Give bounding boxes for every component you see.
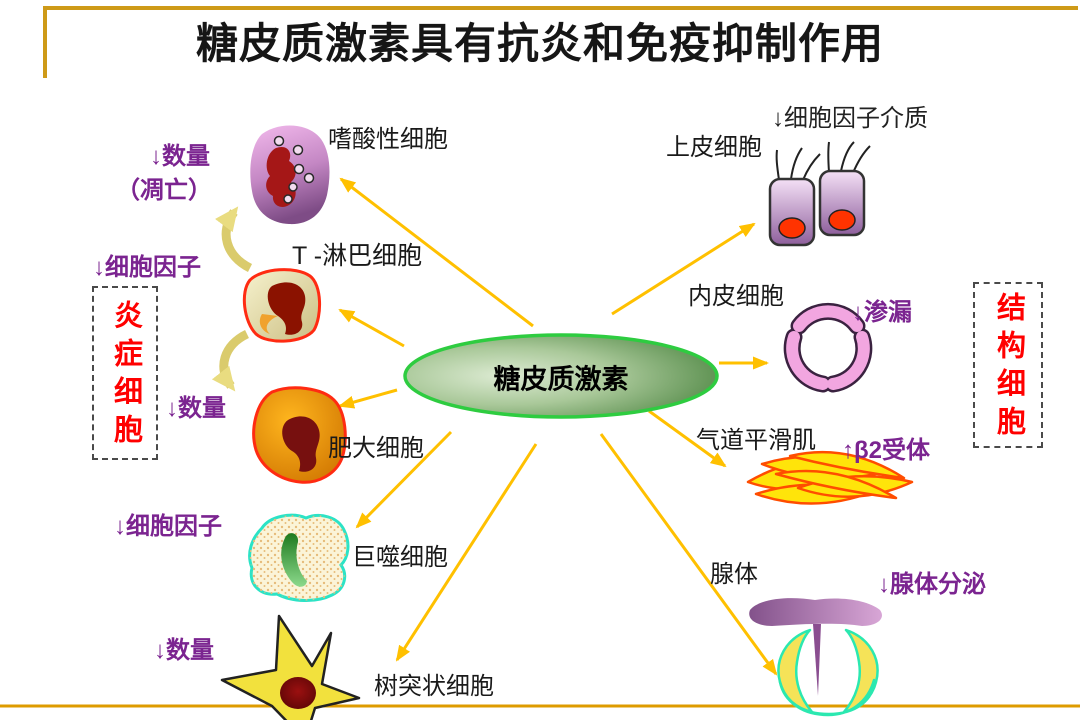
eosinophil-label: 嗜酸性细胞: [328, 126, 448, 153]
dendritic-cell-effect: ↓数量: [154, 637, 214, 664]
t-lymphocyte-effect: ↓细胞因子: [93, 254, 201, 281]
frame-lines: [0, 6, 1080, 708]
endothelial-cells-icon: [783, 302, 873, 393]
endothelial-cell-label: 内皮细胞: [688, 283, 784, 310]
inflammatory-cells-group-box: 炎症细胞: [92, 286, 158, 460]
arrow-to-epithelial-cell: [611, 222, 756, 316]
macrophage-effect: ↓细胞因子: [114, 513, 222, 540]
curved-arrow-down-icon: [211, 329, 250, 392]
dendritic-cell-icon: [220, 614, 361, 720]
eosinophil-icon: [250, 125, 330, 225]
mast-cell-effect: ↓数量: [166, 395, 226, 422]
arrow-to-smooth-muscle: [648, 409, 727, 468]
eosinophil-effect-line1: ↓数量: [150, 143, 210, 170]
macrophage-icon: [248, 513, 350, 602]
structural-cells-group-label: 结构细胞: [992, 292, 1025, 444]
curved-arrow-up-icon: [215, 206, 253, 273]
airway-smooth-muscle-icon: [746, 450, 914, 505]
arrow-to-dendritic-cell: [395, 443, 538, 662]
structural-cells-group-box: 结构细胞: [973, 282, 1043, 448]
gland-icon: [749, 598, 882, 717]
gland-label: 腺体: [710, 561, 758, 588]
airway-smooth-muscle-label: 气道平滑肌: [696, 427, 816, 454]
center-node-label: 糖皮质激素: [493, 364, 629, 395]
macrophage-label: 巨噬细胞: [352, 544, 448, 571]
arrow-to-macrophage: [355, 430, 453, 529]
mast-cell-label: 肥大细胞: [328, 435, 424, 462]
arrows: [338, 177, 778, 676]
epithelial-cell-label: 上皮细胞: [666, 134, 762, 161]
arrow-to-mast-cell: [338, 388, 398, 409]
gland-effect: ↓腺体分泌: [878, 571, 986, 598]
t-lymphocyte-label: T -淋巴细胞: [292, 242, 423, 270]
center-node: [403, 333, 719, 419]
airway-smooth-muscle-effect: ↑β2受体: [842, 437, 930, 464]
epithelial-cell-effect: ↓细胞因子介质: [772, 105, 928, 132]
page-title: 糖皮质激素具有抗炎和免疫抑制作用: [195, 20, 884, 67]
endothelial-cell-effect: ↓渗漏: [852, 299, 912, 326]
inflammatory-cells-group-label: 炎症细胞: [109, 300, 142, 452]
arrow-to-gland: [599, 433, 778, 676]
cycle-arrows: [211, 206, 253, 392]
epithelial-cells-icon: [768, 141, 871, 247]
t-lymphocyte-icon: [242, 268, 321, 343]
eosinophil-effect-line2: （凋亡）: [116, 177, 212, 204]
mast-cell-icon: [252, 386, 347, 484]
dendritic-cell-label: 树突状细胞: [374, 673, 494, 700]
arrow-to-t-lymphocyte: [338, 308, 405, 348]
arrow-to-eosinophil: [339, 177, 534, 328]
